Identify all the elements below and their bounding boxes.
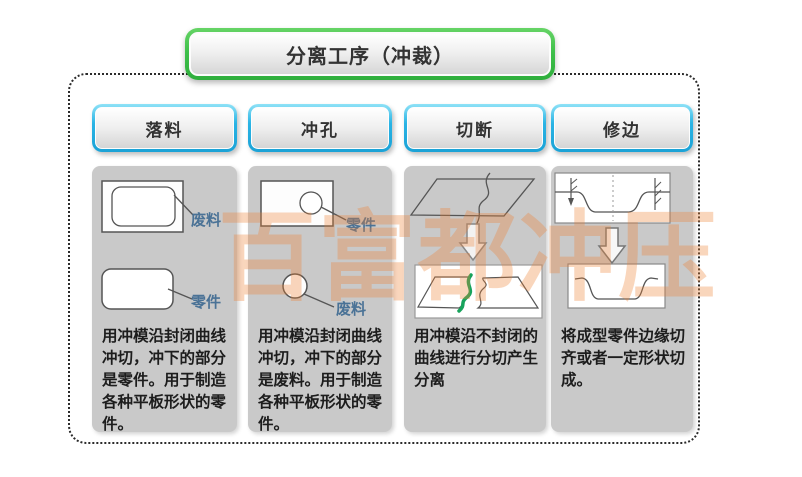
blanking-description: 用冲模沿封闭曲线冲切，冲下的部分是零件。用于制造各种平板形状的零件。 [102, 328, 227, 433]
trimming-description: 将成型零件边缘切齐或者一定形状切成。 [561, 328, 686, 389]
card-cutoff: 用冲模沿不封闭的曲线进行分切产生分离 [404, 166, 546, 432]
trimming-diagram [554, 172, 671, 309]
card-blanking: 废料 零件 用冲模沿封闭曲线冲切，冲下的部分是零件。用于制造各种平板形状的零件。 [92, 166, 237, 433]
card-trimming: 将成型零件边缘切齐或者一定形状切成。 [551, 166, 693, 432]
header-blanking-label: 落料 [145, 120, 184, 140]
piercing-description: 用冲模沿封闭曲线冲切，冲下的部分是废料。用于制造各种平板形状的零件。 [258, 328, 383, 433]
blanking-diagram [101, 180, 195, 310]
header-cutoff: 切断 [404, 104, 546, 152]
card-piercing: 零件 废料 用冲模沿封闭曲线冲切，冲下的部分是废料。用于制造各种平板形状的零件。 [248, 166, 392, 433]
piercing-part-label: 零件 [346, 217, 377, 234]
header-trimming-label: 修边 [603, 120, 641, 140]
down-arrow-icon [458, 223, 488, 262]
header-piercing-label: 冲孔 [301, 120, 339, 140]
header-piercing: 冲孔 [248, 104, 392, 152]
header-blanking: 落料 [92, 104, 237, 152]
cutoff-description: 用冲模沿不封闭的曲线进行分切产生分离 [414, 328, 539, 389]
piercing-waste-label: 废料 [336, 301, 367, 318]
cutoff-diagram [409, 172, 543, 319]
title-button: 分离工序（冲裁） [185, 28, 555, 80]
piercing-diagram [260, 180, 347, 308]
header-cutoff-label: 切断 [456, 120, 494, 140]
blanking-part-label: 零件 [191, 294, 222, 311]
cut-line-highlight [457, 273, 473, 313]
header-trimming: 修边 [551, 104, 693, 152]
down-arrow-icon [597, 227, 627, 265]
page-title: 分离工序（冲裁） [286, 45, 454, 68]
blanking-waste-label: 废料 [191, 212, 222, 229]
